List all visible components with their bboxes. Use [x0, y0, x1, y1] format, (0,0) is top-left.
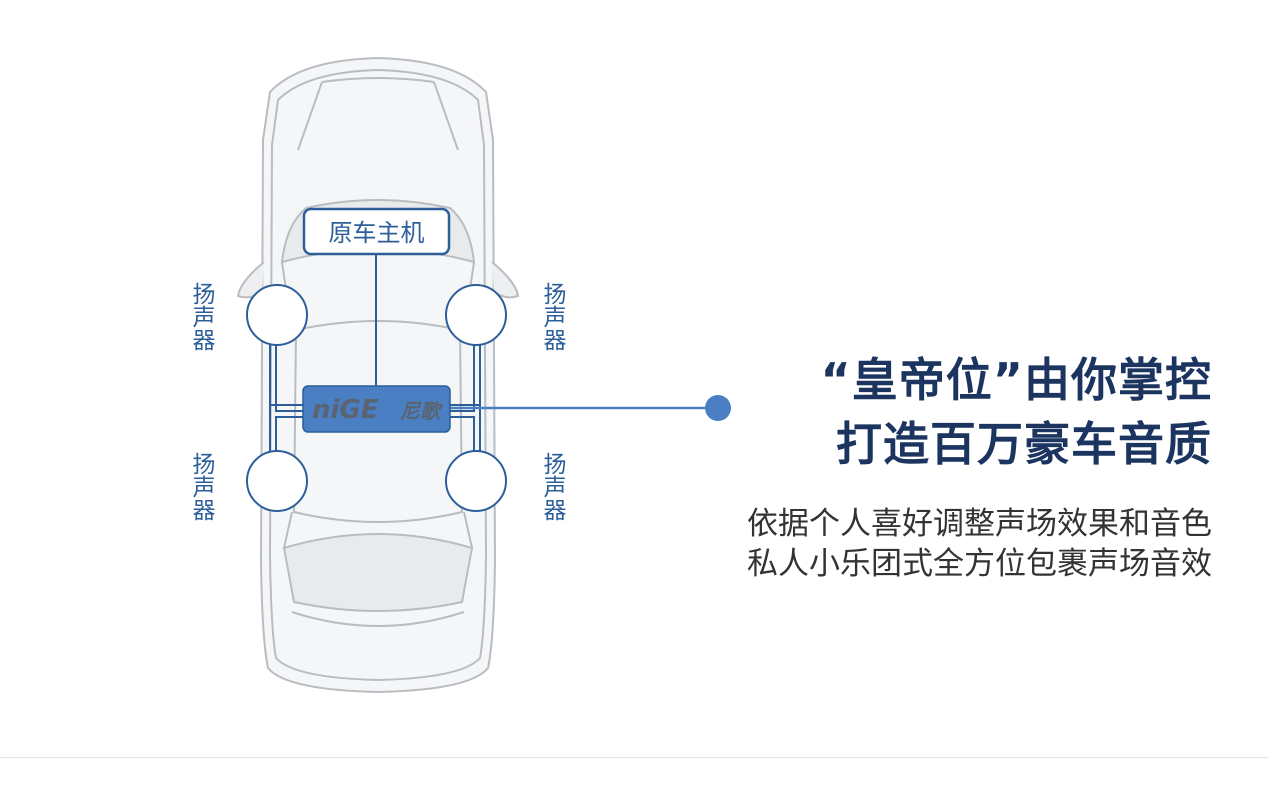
connector-dot: [705, 395, 731, 421]
headline-line-2: 打造百万豪车音质: [836, 417, 1212, 471]
wiring: [269, 254, 481, 465]
speaker-label-rear-right: 扬声器: [539, 452, 567, 521]
amplifier-logo-latin: niGE: [312, 395, 379, 425]
car-illustration: [236, 56, 520, 694]
speaker-label-front-right: 扬声器: [539, 282, 567, 351]
head-unit-label: 原车主机: [329, 219, 425, 247]
head-unit: 原车主机: [302, 207, 451, 256]
description-line-1: 依据个人喜好调整声场效果和音色: [747, 506, 1212, 542]
speaker-label-rear-left: 扬声器: [188, 452, 216, 521]
description-line-2: 私人小乐团式全方位包裹声场音效: [747, 546, 1212, 582]
bottom-divider: [0, 757, 1268, 758]
speaker-front-left: [246, 284, 308, 346]
speaker-rear-right: [445, 450, 507, 512]
speaker-rear-left: [246, 450, 308, 512]
speaker-front-right: [445, 284, 507, 346]
headline-line-1: “皇帝位”由你掌控: [820, 353, 1212, 407]
amplifier-logo-cn: 尼歌: [400, 399, 444, 423]
speaker-label-front-left: 扬声器: [188, 282, 216, 351]
amplifier-box: niGE 尼歌: [302, 385, 451, 433]
